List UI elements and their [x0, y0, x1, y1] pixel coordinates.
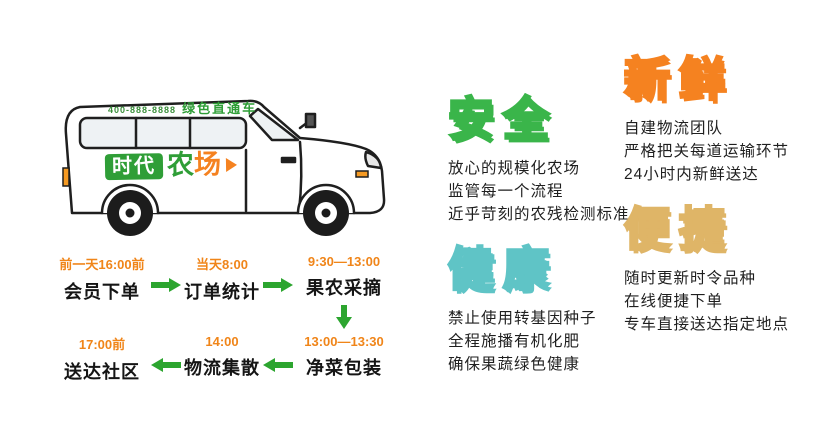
feature-text-health: 禁止使用转基因种子 全程施播有机化肥 确保果蔬绿色健康: [448, 307, 597, 376]
feature-line: 监管每一个流程: [448, 182, 564, 200]
step-time: 17:00前: [78, 337, 126, 352]
van-side-indicator: [355, 170, 369, 178]
feature-health: 健康 禁止使用转基因种子 全程施播有机化肥 确保果蔬绿色健康: [447, 243, 597, 376]
van-windshield: [248, 107, 300, 142]
arrow-left-icon: [262, 357, 294, 378]
van-logo: 时代 农 场: [104, 149, 238, 181]
van-logo-flag-icon: [225, 157, 238, 172]
feature-line: 确保果蔬绿色健康: [448, 355, 581, 373]
delivery-timeline: 前一天16:00前 会员下单 当天8:00 订单统计 9:30—13:00 果农…: [54, 254, 394, 384]
arrow-right-icon: [150, 277, 182, 298]
timeline-step-delivery: 17:00前 送达社区: [54, 334, 150, 384]
van-tail-light: [62, 167, 70, 187]
feature-line: 24小时内新鲜送达: [624, 165, 759, 183]
step-label: 订单统计: [184, 282, 260, 302]
van-banner-text: 绿色直通车: [182, 101, 258, 116]
van-headlight: [364, 150, 383, 170]
feature-line: 放心的规模化农场: [448, 159, 581, 177]
feature-line: 全程施播有机化肥: [448, 332, 581, 350]
feature-line: 在线便捷下单: [624, 292, 724, 310]
feature-line: 禁止使用转基因种子: [448, 309, 597, 327]
feature-title-convenient: 便捷: [623, 203, 734, 256]
timeline-step-logistics: 14:00 物流集散: [182, 334, 262, 384]
feature-line: 自建物流团队: [624, 119, 724, 137]
step-time: 9:30—13:00: [307, 254, 381, 269]
feature-text-convenient: 随时更新时令品种 在线便捷下单 专车直接送达指定地点: [624, 267, 789, 336]
delivery-van-illustration: 400-888-8888 绿色直通车 时代 农 场: [50, 72, 395, 257]
feature-line: 随时更新时令品种: [624, 269, 757, 287]
feature-line: 专车直接送达指定地点: [624, 315, 790, 333]
van-mirror: [304, 112, 317, 129]
van-rear-wheel: [107, 190, 153, 236]
arrow-right-icon: [262, 277, 294, 298]
feature-line: 严格把关每道运输环节: [624, 142, 790, 160]
timeline-step-packing: 13:00—13:30 净菜包装: [294, 334, 394, 384]
van-logo-char-1: 农: [166, 149, 195, 181]
van-phone-text: 400-888-8888: [108, 105, 177, 115]
van-banner: 400-888-8888 绿色直通车: [108, 98, 308, 117]
feature-convenient: 便捷 随时更新时令品种 在线便捷下单 专车直接送达指定地点: [623, 203, 789, 336]
van-side-windows: [78, 116, 248, 150]
van-door-handle: [280, 156, 297, 164]
feature-text-fresh: 自建物流团队 严格把关每道运输环节 24小时内新鲜送达: [624, 117, 789, 186]
van-logo-char-2: 场: [193, 149, 222, 180]
timeline-step-stats: 当天8:00 订单统计: [182, 254, 262, 304]
step-label: 送达社区: [64, 362, 140, 382]
feature-safety: 安全 放心的规模化农场 监管每一个流程 近乎苛刻的农残检测标准: [447, 93, 630, 226]
feature-text-safety: 放心的规模化农场 监管每一个流程 近乎苛刻的农残检测标准: [448, 157, 630, 226]
step-label: 净菜包装: [306, 358, 382, 378]
timeline-step-order: 前一天16:00前 会员下单: [54, 254, 150, 304]
van-front-wheel: [303, 190, 349, 236]
arrow-left-icon: [150, 357, 182, 378]
step-time: 13:00—13:30: [304, 334, 384, 349]
feature-title-safety: 安全: [447, 93, 558, 146]
step-label: 果农采摘: [306, 278, 382, 298]
step-time: 14:00: [205, 334, 239, 349]
arrow-down-icon: [336, 304, 352, 335]
step-time: 当天8:00: [195, 257, 249, 272]
feature-line: 近乎苛刻的农残检测标准: [448, 205, 630, 223]
step-label: 会员下单: [64, 282, 140, 302]
timeline-step-picking: 9:30—13:00 果农采摘: [294, 254, 394, 304]
feature-fresh: 新鲜 自建物流团队 严格把关每道运输环节 24小时内新鲜送达: [623, 53, 789, 186]
step-label: 物流集散: [184, 358, 260, 378]
van-graphic: [62, 99, 386, 236]
feature-title-fresh: 新鲜: [623, 53, 734, 106]
feature-title-health: 健康: [447, 243, 558, 296]
van-logo-box: 时代: [104, 152, 164, 180]
step-time: 前一天16:00前: [59, 257, 145, 272]
